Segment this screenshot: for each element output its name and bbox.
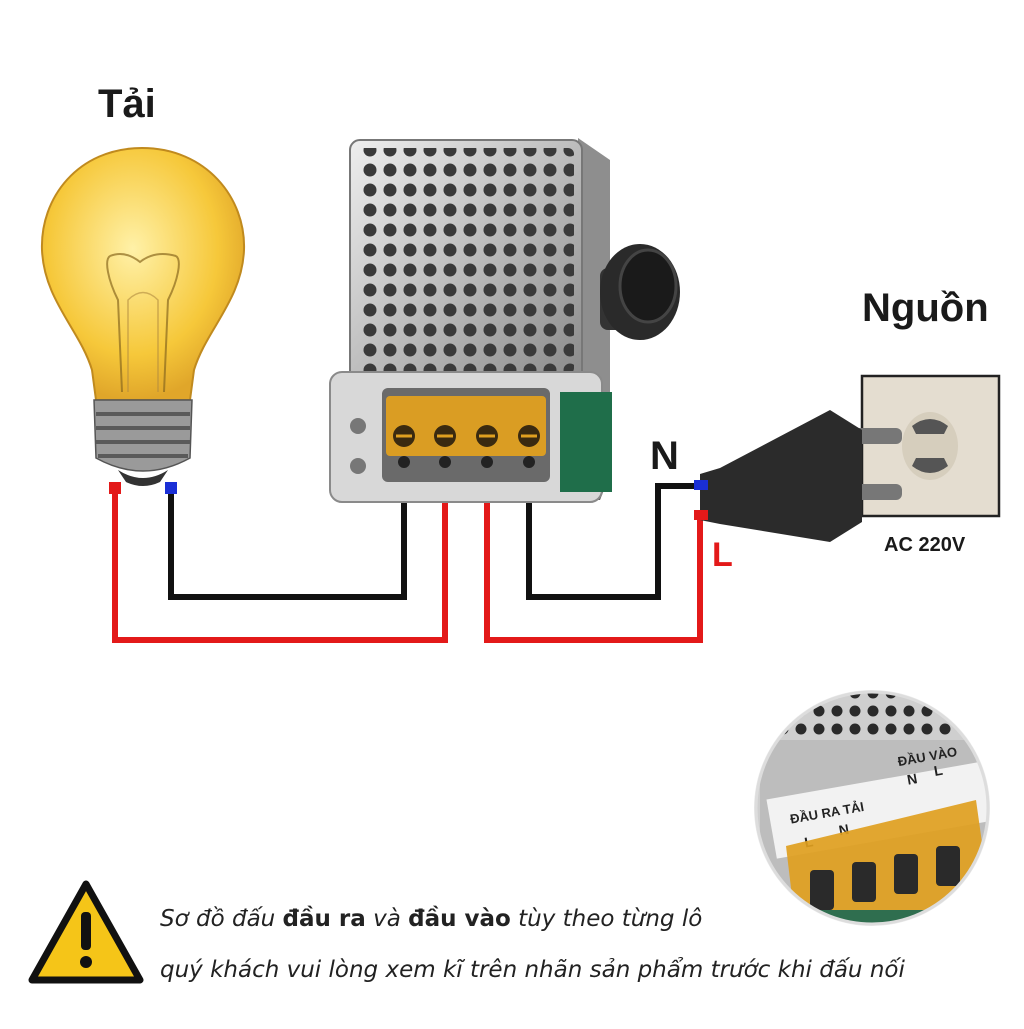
controller-module <box>329 138 612 503</box>
terminal-block <box>386 396 546 456</box>
warning-icon <box>28 880 144 984</box>
warning-note-line-2: quý khách vui lòng xem kĩ trên nhãn sản … <box>160 957 905 983</box>
voltage-label: AC 220V <box>884 534 966 556</box>
terminal-label-inset: ĐẦU RA TẢI ĐẦU VÀO L N N L <box>754 690 990 926</box>
source-label: Nguồn <box>862 286 989 330</box>
note-bold-output: đầu ra <box>282 906 366 932</box>
inset-input-pin-n: N <box>906 770 919 788</box>
note-text: và <box>365 906 409 932</box>
wire-load-live <box>112 460 448 643</box>
bulb-neutral-terminal <box>165 482 177 494</box>
wire-source-live <box>484 460 703 643</box>
wire-source-neutral <box>526 460 700 600</box>
power-plug-icon <box>694 410 902 542</box>
note-text: Sơ đồ đấu <box>160 906 283 932</box>
light-bulb-icon <box>40 146 246 486</box>
live-label: L <box>712 536 733 574</box>
neutral-label: N <box>650 434 679 478</box>
warning-note-line-1: Sơ đồ đấu đầu ra và đầu vào tùy theo từn… <box>160 906 702 932</box>
wire-load-neutral <box>168 460 407 600</box>
wires <box>112 460 703 643</box>
note-bold-input: đầu vào <box>408 906 511 932</box>
load-label: Tải <box>98 82 156 126</box>
bulb-live-terminal <box>109 482 121 494</box>
inset-input-pin-l: L <box>933 762 945 779</box>
potentiometer-knob-icon <box>600 244 680 340</box>
note-text: tùy theo từng lô <box>510 906 703 932</box>
